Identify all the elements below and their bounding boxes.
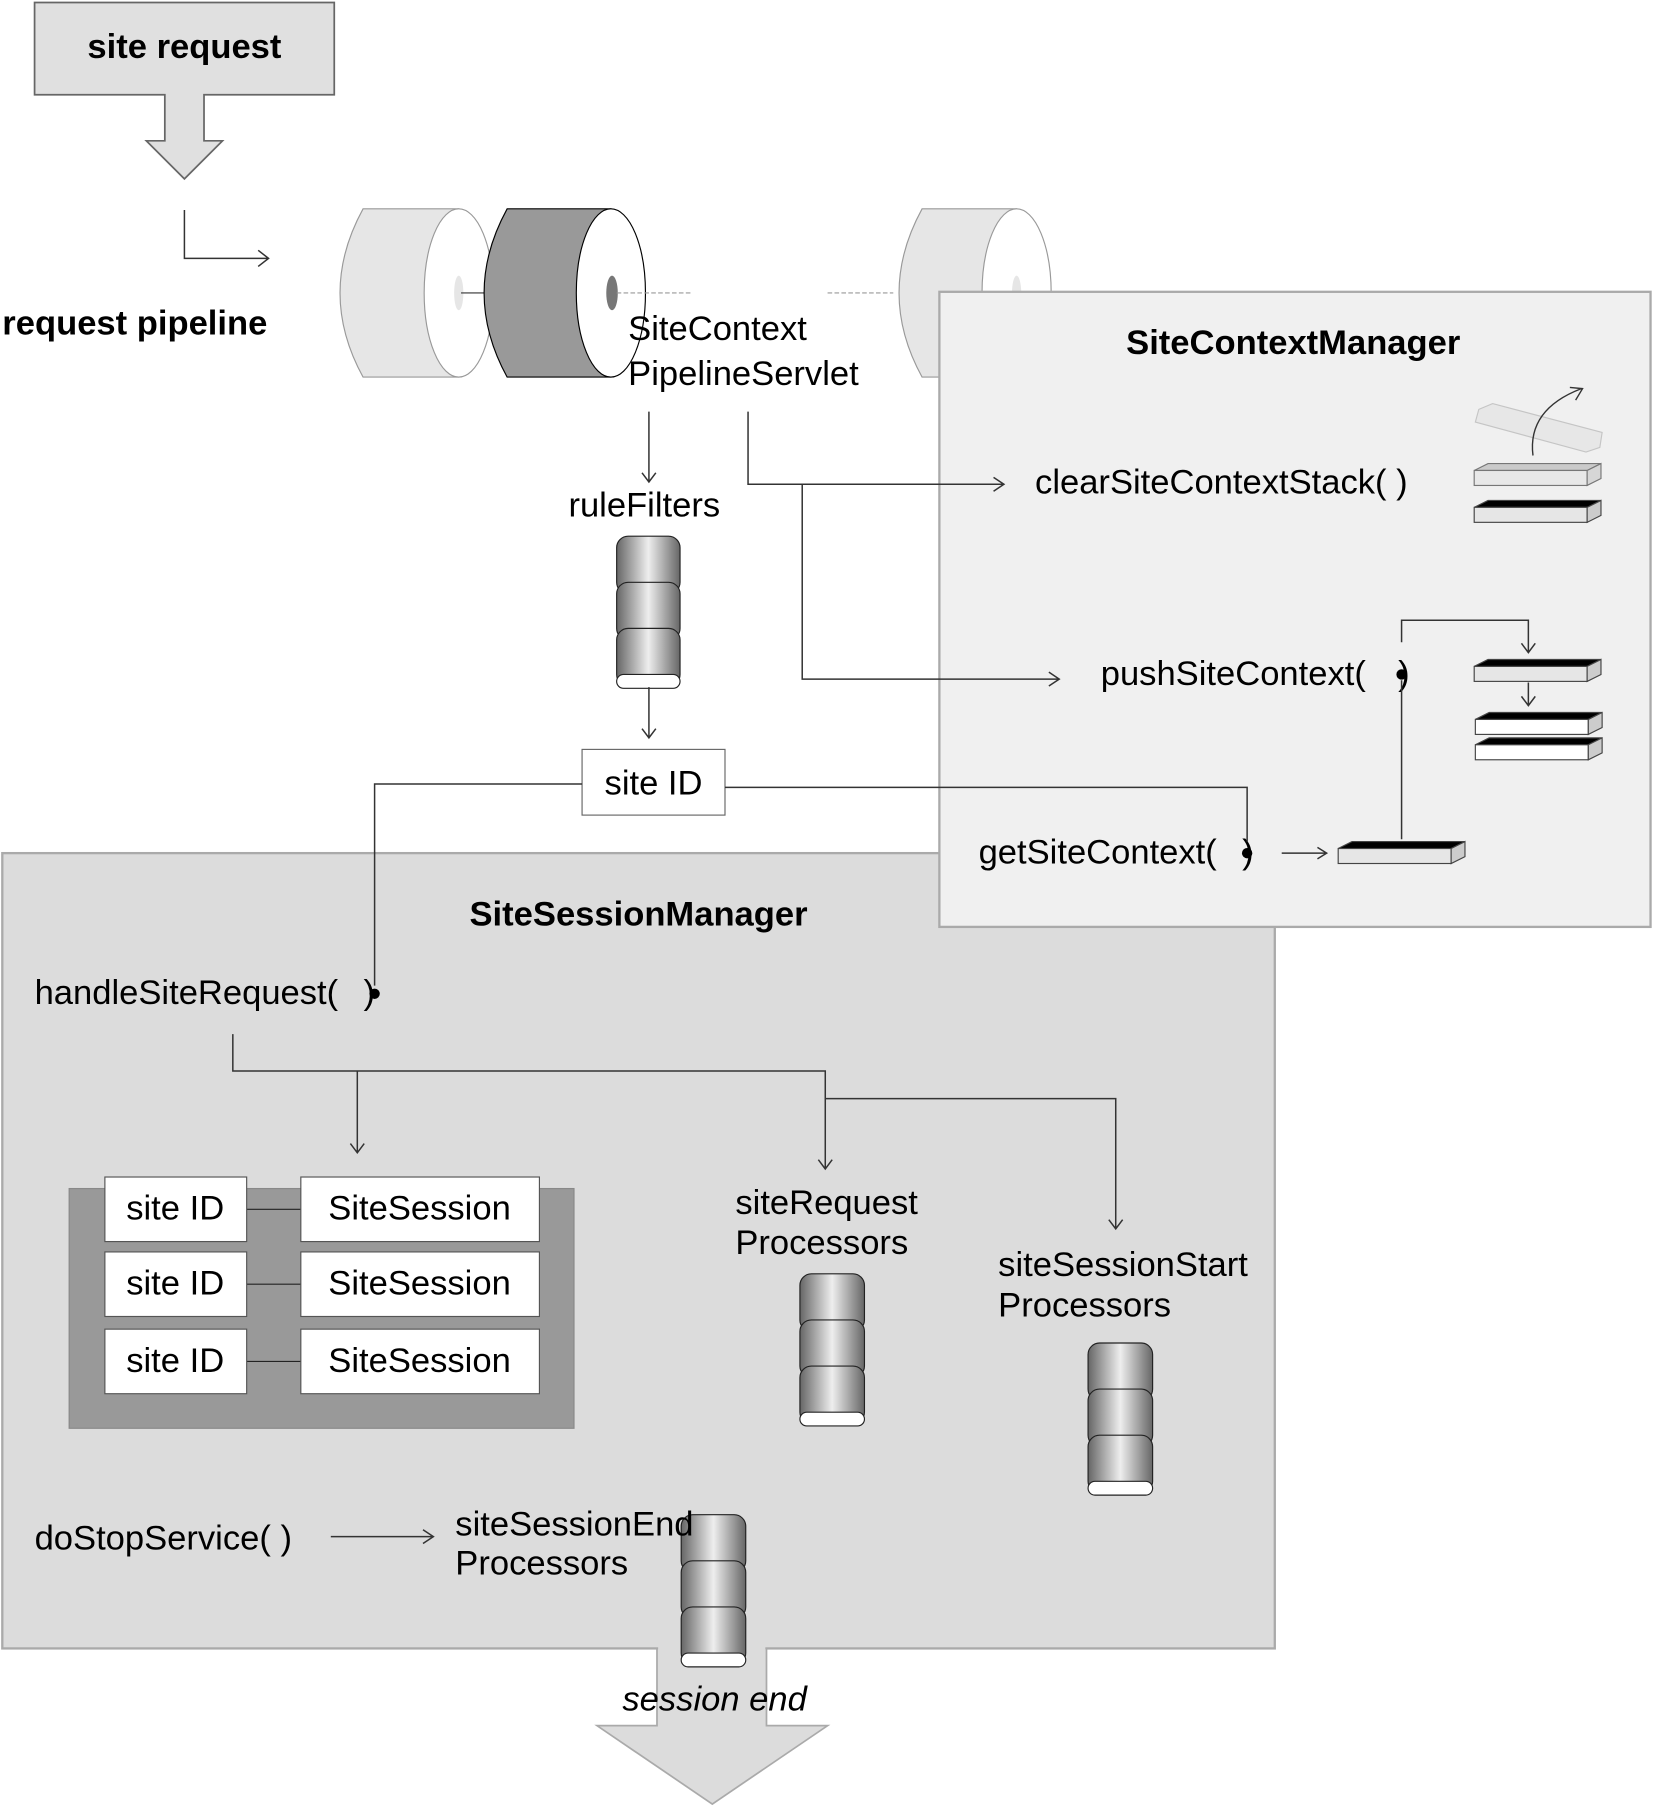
start-processors-cylinders [1087, 1342, 1154, 1496]
session-map-row: site ID SiteSession [104, 1328, 540, 1395]
rule-filters-cylinders [616, 535, 681, 689]
flow-arrow [641, 687, 657, 740]
processor-cylinder-base [1087, 1480, 1154, 1496]
site-session-value: SiteSession [328, 1265, 511, 1303]
site-request-arrow: site request [33, 1, 336, 181]
pipeline-wheel [339, 208, 494, 378]
context-manager-title: SiteContextManager [1126, 324, 1460, 362]
stack-frame [1473, 658, 1602, 683]
site-id-to-handle [373, 783, 583, 986]
end-processors-label-1: siteSessionEnd [455, 1505, 693, 1543]
site-id-key: site ID [126, 1265, 224, 1303]
stack-frame [1474, 711, 1603, 736]
do-stop-service-method: doStopService( ) [35, 1519, 292, 1557]
request-processors-label-2: Processors [735, 1224, 908, 1262]
get-arrow [1281, 846, 1329, 860]
stack-frame [1474, 736, 1603, 761]
session-map-row: site ID SiteSession [104, 1251, 540, 1318]
pipeline-servlet-wheel [483, 208, 894, 378]
stack-frame [1337, 840, 1466, 865]
flow-arrow [183, 209, 270, 268]
stack-frame [1473, 499, 1602, 524]
site-id-key: site ID [126, 1190, 224, 1228]
pop-arrow [1531, 386, 1584, 456]
request-pipeline-label: request pipeline [2, 304, 267, 342]
servlet-label-1: SiteContext [628, 310, 807, 348]
start-processors-label-2: Processors [998, 1286, 1171, 1324]
session-end-arrow [594, 1647, 831, 1806]
site-id-label: site ID [605, 764, 703, 802]
handle-arrows [232, 1034, 1124, 1231]
param-dot-icon [369, 988, 380, 999]
push-arrows [1400, 619, 1536, 707]
site-id-box [581, 748, 726, 816]
push-site-context-method: pushSiteContext() [1101, 655, 1410, 693]
rule-filters-label: ruleFilters [568, 487, 720, 525]
start-processors-label-1: siteSessionStart [998, 1246, 1248, 1284]
request-processors-label-1: siteRequest [735, 1184, 918, 1222]
site-id-to-get [724, 786, 1248, 842]
param-dot-icon [1241, 847, 1253, 859]
processor-cylinder-base [616, 673, 681, 689]
site-request-label: site request [87, 28, 281, 66]
param-dot-icon [1396, 669, 1407, 680]
site-session-value: SiteSession [328, 1342, 511, 1380]
stop-arrow [330, 1529, 435, 1545]
processor-cylinder-base [680, 1652, 747, 1668]
rule-filters-arrow [641, 411, 657, 484]
popped-frame [1474, 403, 1603, 453]
site-context-manager-panel [938, 290, 1652, 929]
session-map-row: site ID SiteSession [104, 1176, 540, 1243]
session-end-label: session end [622, 1681, 808, 1719]
get-site-context-method: getSiteContext() [979, 834, 1254, 872]
site-id-key: site ID [126, 1342, 224, 1380]
push-arrow [801, 484, 1061, 687]
servlet-label-2: PipelineServlet [628, 355, 859, 393]
handle-site-request-method: handleSiteRequest() [35, 974, 375, 1012]
end-processors-cylinders [680, 1514, 747, 1668]
end-processors-label-2: Processors [455, 1545, 628, 1583]
processor-cylinder-base [799, 1411, 866, 1427]
clear-site-context-stack-method: clearSiteContextStack( ) [1035, 464, 1408, 502]
clear-arrow [747, 411, 1006, 492]
session-manager-title: SiteSessionManager [470, 896, 808, 934]
context-stack [1337, 403, 1603, 865]
site-session-value: SiteSession [328, 1190, 511, 1228]
stack-frame [1473, 462, 1602, 487]
request-processors-cylinders [799, 1273, 866, 1427]
